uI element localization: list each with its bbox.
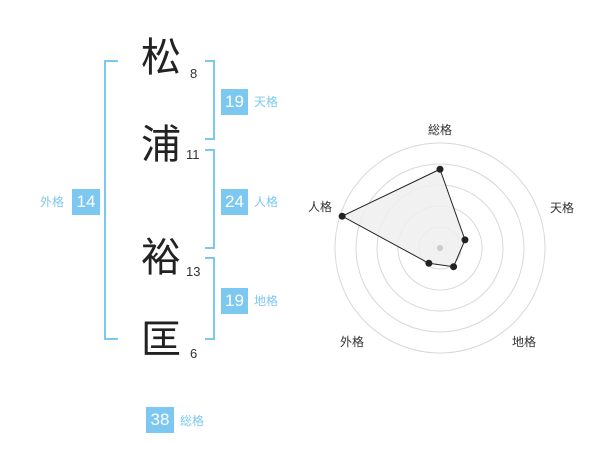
radar-point-3 <box>425 259 433 267</box>
name-char-4: 匡 <box>141 317 181 363</box>
jinkaku-bracket <box>205 149 215 249</box>
tenkaku-value: 19 <box>221 89 248 115</box>
jinkaku-value: 24 <box>221 189 248 215</box>
tenkaku-bracket <box>205 60 215 140</box>
soukaku-value: 38 <box>146 407 174 433</box>
radar-ring-4 <box>355 163 525 333</box>
name-char-3: 裕 <box>141 235 181 281</box>
radar-label-soukaku: 総格 <box>428 122 452 137</box>
radar-center-dot <box>437 245 443 251</box>
stroke-count-4: 6 <box>190 346 198 361</box>
radar-point-4 <box>338 212 346 220</box>
name-char-2: 浦 <box>141 122 181 168</box>
radar-label-gaikaku: 外格 <box>340 334 364 349</box>
radar-label-chikaku: 地格 <box>512 334 536 349</box>
radar-points <box>338 165 469 271</box>
stroke-count-1: 8 <box>190 66 198 81</box>
radar-chart: 総格 天格 地格 外格 人格 <box>308 122 574 354</box>
stroke-count-2: 11 <box>186 147 200 162</box>
gaikaku-bracket <box>104 60 118 340</box>
radar-label-jinkaku: 人格 <box>308 199 332 214</box>
radar-point-0 <box>436 165 444 173</box>
radar-point-1 <box>461 236 469 244</box>
chikaku-value: 19 <box>221 288 248 314</box>
radar-ring-5 <box>334 142 546 354</box>
name-char-1: 松 <box>141 35 181 81</box>
radar-label-tenkaku: 天格 <box>550 200 574 215</box>
stroke-count-3: 13 <box>186 264 201 279</box>
radar-polygon <box>341 168 466 268</box>
chikaku-label: 地格 <box>254 294 279 308</box>
gaikaku-label: 外格 <box>40 195 65 209</box>
radar-point-2 <box>450 263 458 271</box>
tenkaku-label: 天格 <box>254 95 279 109</box>
soukaku-label: 総格 <box>180 414 205 428</box>
gaikaku-value: 14 <box>72 189 100 215</box>
jinkaku-label: 人格 <box>254 195 279 209</box>
chikaku-bracket <box>205 257 215 340</box>
